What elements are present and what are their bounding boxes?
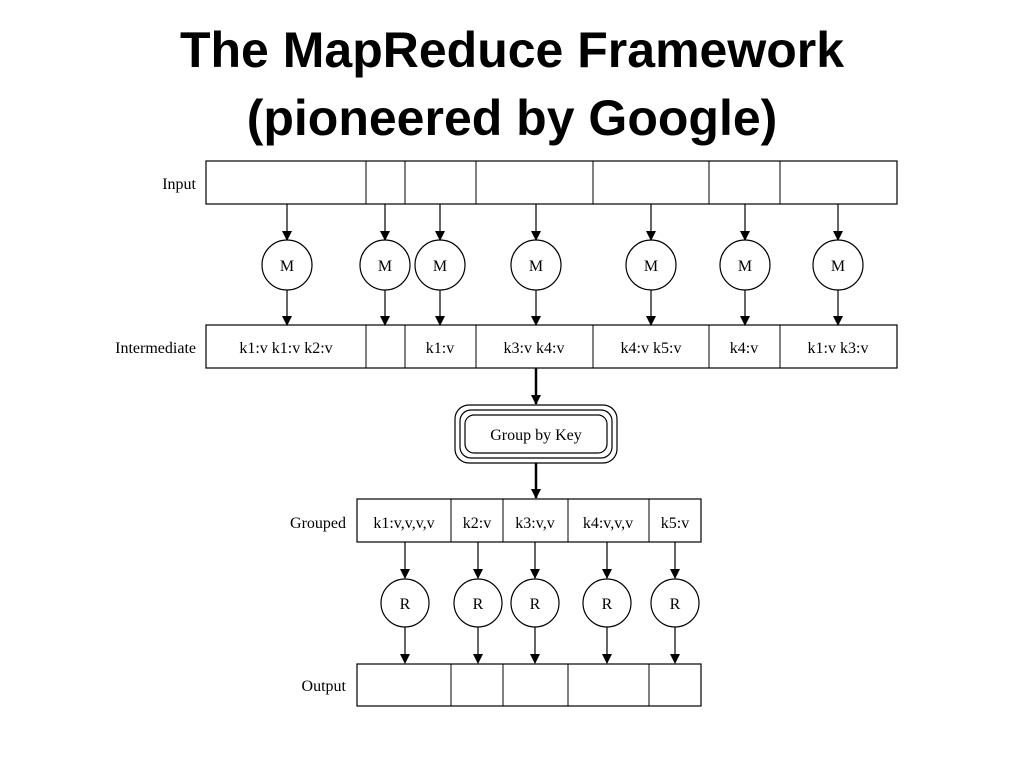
grouped-cell-5: k5:v: [661, 515, 689, 532]
map-node: M: [719, 239, 771, 291]
intermediate-cell-6: k4:v: [730, 340, 758, 357]
reduce-node: R: [453, 578, 503, 628]
grouped-cell-3: k3:v,v: [515, 515, 554, 532]
intermediate-row: k1:v k1:v k2:v k1:v k3:v k4:v k4:v k5:v …: [205, 324, 898, 369]
reduce-node: R: [380, 578, 430, 628]
group-by-key-label: Group by Key: [490, 427, 582, 444]
map-node: M: [359, 239, 411, 291]
svg-text:R: R: [602, 596, 613, 613]
grouped-row: k1:v,v,v,v k2:v k3:v,v k4:v,v,v k5:v: [356, 498, 702, 543]
grouped-cell-4: k4:v,v,v: [583, 515, 633, 532]
map-node: M: [414, 239, 466, 291]
row-label-grouped: Grouped: [290, 515, 346, 532]
intermediate-cell-3: k1:v: [426, 340, 454, 357]
row-label-input: Input: [162, 176, 196, 193]
grouped-cell-2: k2:v: [463, 515, 491, 532]
svg-text:R: R: [400, 596, 411, 613]
slide-title: The MapReduce Framework: [179, 22, 845, 78]
svg-text:M: M: [738, 258, 752, 275]
svg-text:R: R: [670, 596, 681, 613]
group-by-key-box: Group by Key: [454, 404, 618, 464]
intermediate-cell-4: k3:v k4:v: [504, 340, 565, 357]
reduce-node: R: [650, 578, 700, 628]
svg-text:M: M: [529, 258, 543, 275]
map-nodes: M M M M M M M: [261, 239, 864, 291]
map-node: M: [625, 239, 677, 291]
map-node: M: [510, 239, 562, 291]
svg-text:M: M: [644, 258, 658, 275]
row-label-output: Output: [302, 678, 347, 695]
input-row: [205, 160, 898, 205]
reduce-node: R: [582, 578, 632, 628]
reduce-node: R: [510, 578, 560, 628]
intermediate-cell-7: k1:v k3:v: [808, 340, 869, 357]
svg-text:M: M: [280, 258, 294, 275]
input-to-map-arrows: [282, 204, 843, 241]
grouped-cell-1: k1:v,v,v,v: [373, 515, 434, 532]
slide-subtitle: (pioneered by Google): [246, 90, 778, 146]
map-node: M: [812, 239, 864, 291]
reduce-nodes: R R R R R: [380, 578, 700, 628]
svg-text:M: M: [378, 258, 392, 275]
row-label-intermediate: Intermediate: [115, 340, 196, 357]
svg-text:M: M: [433, 258, 447, 275]
reduce-to-output-arrows: [400, 627, 680, 664]
output-row: [356, 663, 702, 707]
intermediate-cell-1: k1:v k1:v k2:v: [239, 340, 332, 357]
intermediate-cell-5: k4:v k5:v: [621, 340, 682, 357]
svg-text:R: R: [473, 596, 484, 613]
map-to-intermediate-arrows: [282, 290, 843, 326]
svg-text:M: M: [831, 258, 845, 275]
grouped-to-reduce-arrows: [400, 542, 680, 579]
svg-text:R: R: [530, 596, 541, 613]
map-node: M: [261, 239, 313, 291]
